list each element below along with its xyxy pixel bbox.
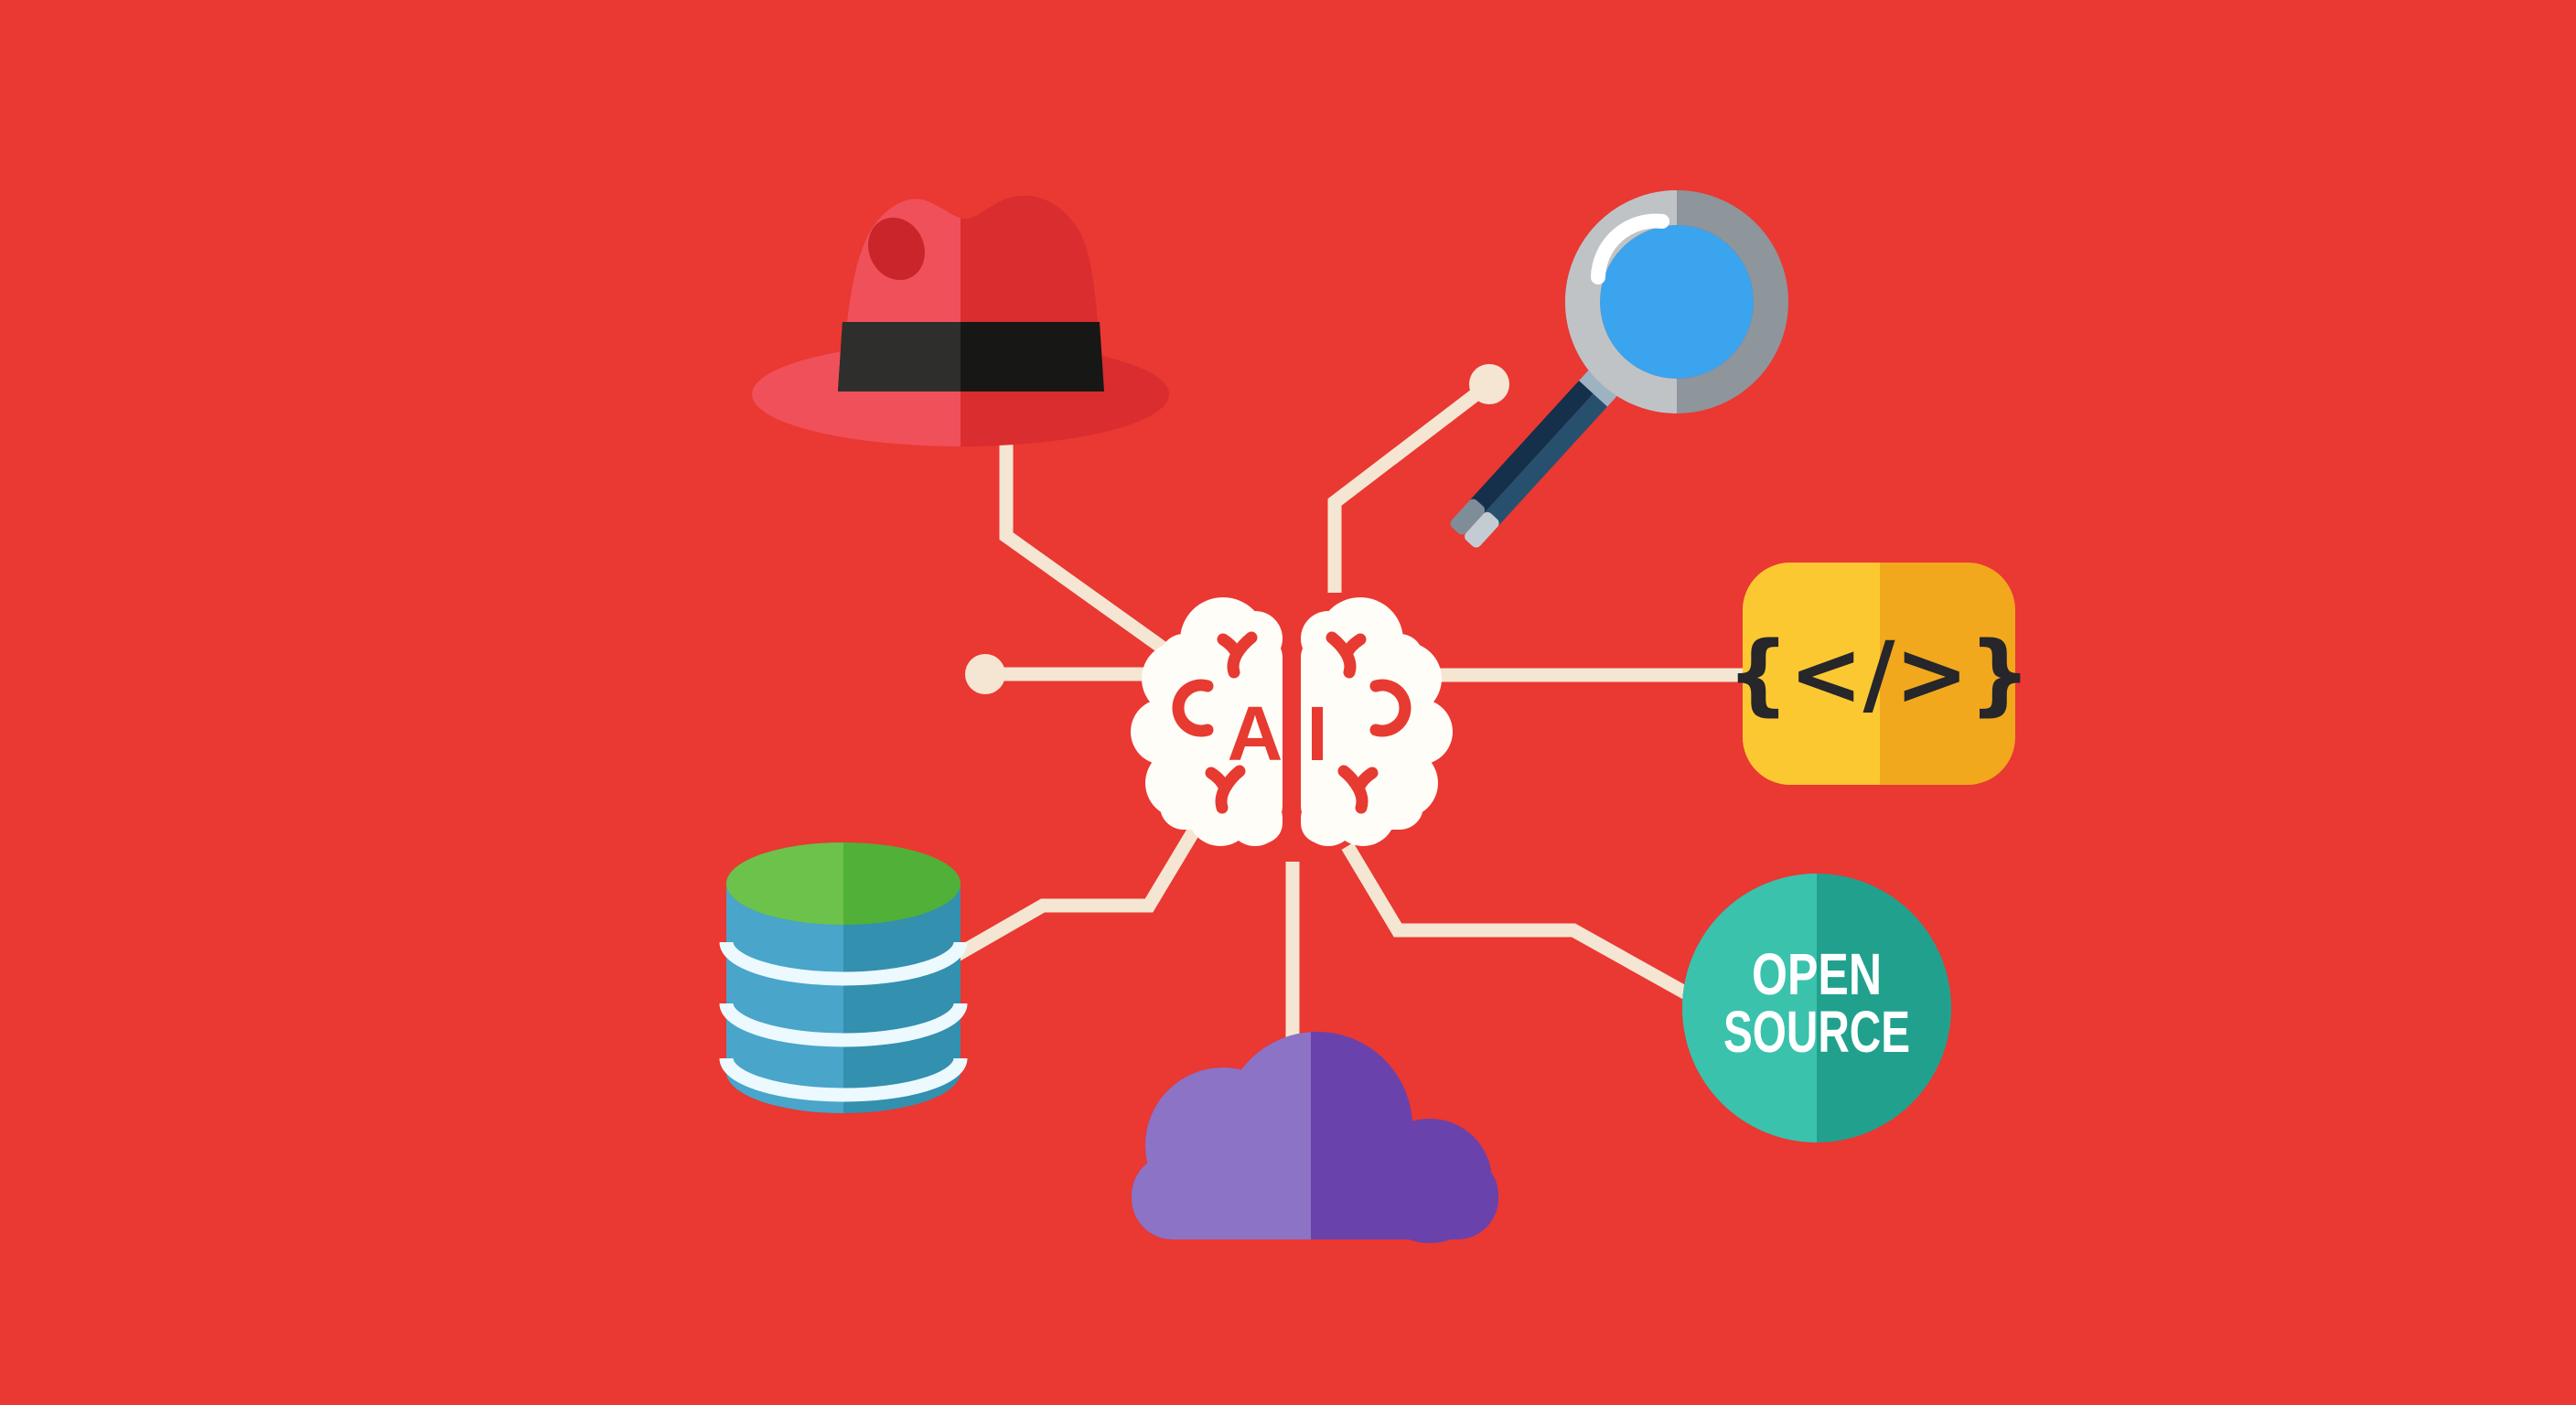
connector-database — [953, 820, 1205, 961]
database-stripe-1 — [719, 941, 968, 986]
magnifier-lens — [1600, 225, 1754, 379]
node-dot-left — [965, 654, 1005, 694]
open-source-badge-icon: OPEN SOURCE — [1682, 874, 1951, 1142]
handle-tip-lower — [1450, 499, 1486, 535]
magnifier-handle — [1450, 361, 1625, 548]
open-source-text-line2: SOURCE — [1723, 999, 1910, 1065]
handle-upper — [1484, 393, 1608, 526]
database-stripe-2 — [719, 1003, 968, 1047]
connector-lines — [953, 379, 1793, 1079]
database-stripe-3 — [719, 1057, 968, 1102]
open-source-text-line1: OPEN — [1752, 941, 1882, 1007]
connector-search — [1327, 379, 1494, 593]
brain-detail-squiggles — [1172, 631, 1411, 814]
node-dot-search — [1469, 364, 1509, 404]
brain-squiggle-left-bottom — [1205, 765, 1246, 814]
brain-squiggle-left-arc — [1172, 679, 1214, 737]
database-icon — [719, 842, 968, 1113]
brain-squiggle-left-top — [1217, 631, 1258, 679]
database-body-left-half — [726, 884, 843, 1113]
database-stripes — [719, 941, 968, 1102]
connector-red-hat — [999, 401, 1175, 660]
database-top-left-half — [726, 842, 843, 925]
open-source-circle-left-half — [1682, 874, 1817, 1142]
handle-lower — [1470, 381, 1594, 513]
code-block-icon: {</>} — [1727, 563, 2032, 785]
ai-label-letter-a: A — [1228, 691, 1283, 777]
hat-band-left-half — [838, 322, 961, 391]
hat-crown-dent — [868, 217, 925, 281]
code-glyph-text: {</>} — [1727, 623, 2032, 725]
fedora-hat-icon — [752, 195, 1169, 446]
cloud-shape-left-half — [1132, 1032, 1311, 1239]
handle-tip-upper — [1465, 511, 1499, 548]
handle-collar — [1576, 361, 1625, 410]
ai-label-letter-i: I — [1306, 691, 1327, 777]
brain-squiggle-right-arc — [1369, 679, 1411, 737]
lens-highlight — [1591, 213, 1669, 284]
cloud-icon — [1132, 1032, 1498, 1243]
code-block-bg-left-half — [1743, 563, 1880, 785]
magnifier-rim-left-half — [1565, 190, 1677, 413]
magnifying-glass-icon — [1450, 190, 1788, 548]
brain-squiggle-right-bottom — [1337, 765, 1379, 814]
brain-squiggle-right-top — [1326, 631, 1367, 679]
connector-open-source — [1341, 842, 1701, 1006]
